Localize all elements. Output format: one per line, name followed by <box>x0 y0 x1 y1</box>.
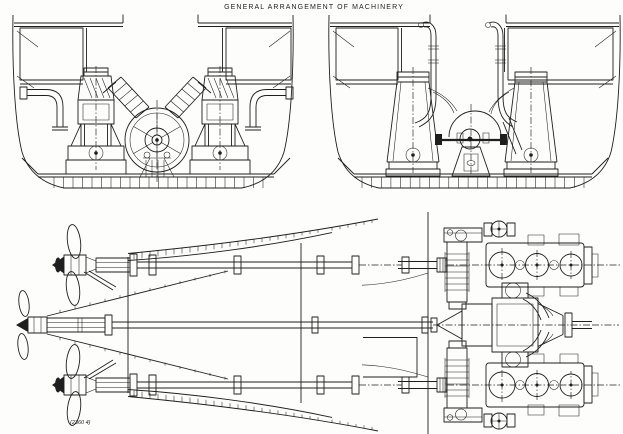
deck-brackets <box>332 30 617 89</box>
engine-cylinders <box>485 233 599 297</box>
gooseneck-vent-stbd <box>485 21 523 155</box>
hull-outline <box>12 14 294 189</box>
steam-pipe-port <box>19 86 68 131</box>
wing-shaft-assembly <box>52 218 620 321</box>
exhaust-bends <box>427 87 515 115</box>
hatch-opening <box>363 337 418 378</box>
steam-pipe-bend <box>522 292 550 321</box>
tank-top <box>21 157 291 178</box>
reciprocating-engine <box>65 66 127 175</box>
skeg-frame-lines <box>46 270 229 380</box>
floors <box>53 177 264 188</box>
floors <box>361 177 585 188</box>
center-propeller <box>16 290 48 360</box>
cross-section-turbine-room <box>328 14 621 189</box>
valve-handwheel <box>483 220 516 238</box>
deck-line <box>14 14 292 27</box>
valve-box <box>501 282 529 299</box>
condenser-column <box>443 227 483 310</box>
drawing-number: (2360 4) <box>70 420 91 426</box>
wing-propeller <box>52 224 97 306</box>
shaft-strut <box>83 270 117 291</box>
wing-engine-plan <box>443 220 620 321</box>
tank-top <box>337 157 609 178</box>
hull-outline <box>328 14 621 189</box>
lp-turbine-wheel <box>124 100 190 182</box>
propeller-shaft <box>95 253 448 277</box>
exhaust-duct-stbd <box>164 76 212 119</box>
deck-brackets <box>16 30 291 89</box>
center-shaft-turbine <box>16 270 619 380</box>
steam-pipe-starboard <box>245 86 294 131</box>
gooseneck-vent-port <box>414 21 439 128</box>
cross-section-engine-room <box>12 14 294 189</box>
turbine-casing-port <box>385 67 441 177</box>
wing-bunker-panels <box>335 27 614 85</box>
lp-turbine-plan <box>430 297 619 353</box>
wing-shaft-assembly-mirror <box>51 329 621 432</box>
exhaust-duct-port <box>102 76 150 119</box>
center-shaft <box>46 314 433 336</box>
condenser-center <box>435 104 507 177</box>
deck-line <box>330 14 619 27</box>
drawing-title: GENERAL ARRANGEMENT OF MACHINERY <box>224 4 404 11</box>
tunnel-curve <box>361 272 429 286</box>
wing-bunker-panels <box>19 27 292 85</box>
turbine-casing-stbd <box>503 67 559 177</box>
shaft-bossing-frames <box>127 218 379 261</box>
plan-view: (2360 4) <box>16 212 621 434</box>
